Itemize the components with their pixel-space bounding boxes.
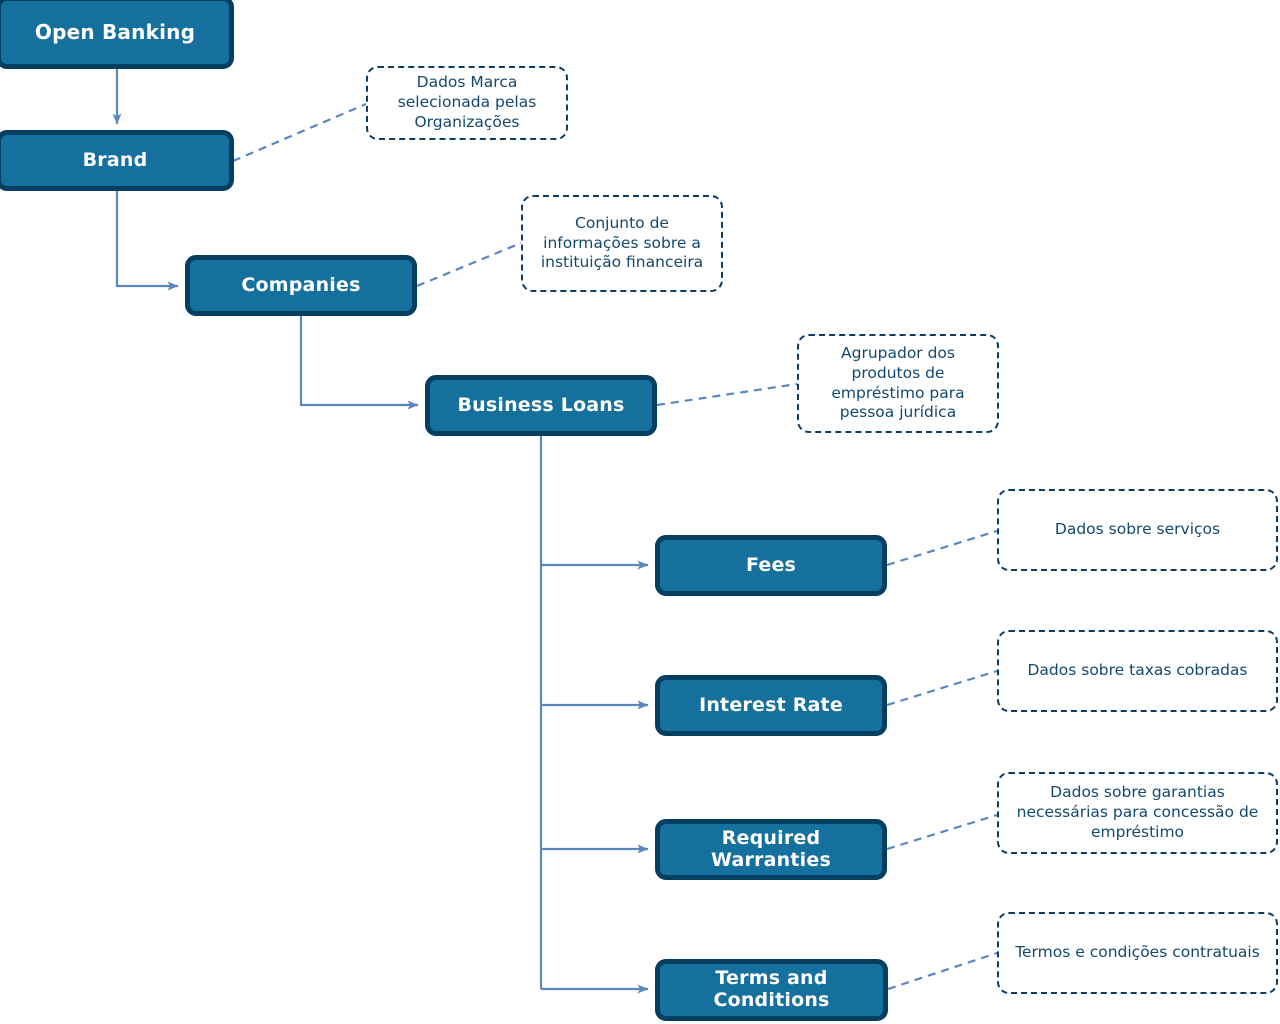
note-fees: Dados sobre serviços: [997, 489, 1278, 571]
node-terms-and-conditions[interactable]: Terms and Conditions: [655, 959, 888, 1021]
note-terms-and-conditions: Termos e condições contratuais: [997, 912, 1278, 994]
leader-businessloans-note: [656, 382, 798, 407]
node-brand[interactable]: Brand: [0, 130, 234, 191]
edge-brand-companies: [115, 191, 179, 291]
note-companies: Conjunto de informações sobre a institui…: [521, 195, 723, 292]
leader-requiredwarranties-note: [886, 813, 998, 851]
leader-brand-note: [232, 102, 367, 163]
leader-fees-note: [886, 529, 998, 567]
leader-interestrate-note: [886, 669, 998, 707]
edge-companies-businessloans: [299, 316, 419, 410]
node-companies[interactable]: Companies: [185, 255, 417, 316]
note-business-loans: Agrupador dos produtos de empréstimo par…: [797, 334, 999, 433]
node-interest-rate[interactable]: Interest Rate: [655, 675, 887, 736]
leader-termsandconditions-note: [887, 951, 998, 991]
node-open-banking[interactable]: Open Banking: [0, 0, 234, 69]
node-fees[interactable]: Fees: [655, 535, 887, 596]
note-brand: Dados Marca selecionada pelas Organizaçõ…: [366, 66, 568, 140]
note-required-warranties: Dados sobre garantias necessárias para c…: [997, 772, 1278, 854]
node-required-warranties[interactable]: Required Warranties: [655, 819, 887, 880]
leader-companies-note: [416, 241, 522, 288]
note-interest-rate: Dados sobre taxas cobradas: [997, 630, 1278, 712]
node-business-loans[interactable]: Business Loans: [425, 375, 657, 436]
